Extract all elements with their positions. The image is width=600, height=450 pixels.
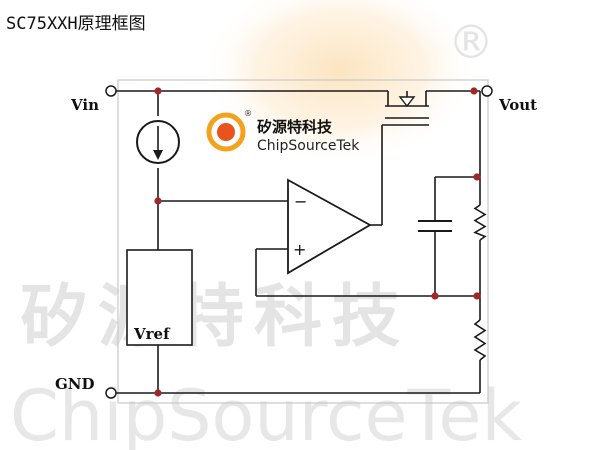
error-amplifier: − + [287,178,372,275]
watermark-glow [200,0,480,165]
junction-dot [473,173,481,181]
pin-gnd-label: GND [55,375,95,393]
chip-boundary [117,79,489,404]
junction-dot [470,87,478,95]
pin-gnd-terminal [105,387,117,399]
watermark-registered-mark: ® [448,15,494,69]
junction-dot [473,292,481,300]
junction-dot [154,197,162,205]
pin-vout-label: Vout [498,96,537,114]
upper-resistor [473,204,487,241]
current-arrow [153,150,163,160]
junction-dot [431,292,439,300]
opamp-noninverting-sign: + [293,240,306,259]
watermark: ® 矽源特科技 ChipSourceTek [10,0,522,450]
logo-registered-mark: ® [244,109,252,118]
logo-english-name: ChipSourceTek [257,138,360,154]
watermark-english-text: ChipSourceTek [10,375,522,450]
vref-block: Vref [126,249,193,346]
current-source [136,120,180,164]
pin-gnd: GND [55,375,117,399]
junction-dots [154,87,481,397]
pin-vout-terminal [481,85,493,97]
lower-resistor [473,319,487,361]
output-capacitor [418,220,452,232]
pass-transistor [382,91,429,126]
opamp-inverting-sign: − [294,192,307,211]
logo-chinese-name: 矽源特科技 [257,118,333,136]
pin-vout: Vout [481,85,537,114]
pin-vin-label: Vin [70,96,99,114]
vref-label: Vref [133,325,171,343]
junction-dot [154,87,162,95]
watermark-chinese-text: 矽源特科技 [20,277,410,357]
logo-inner-disc [217,123,235,141]
pin-vin-terminal [105,85,117,97]
company-logo: ® 矽源特科技 ChipSourceTek [206,109,360,154]
logo-outer-ring [206,112,246,152]
diagram-title: SC75XXH原理框图 [6,14,146,34]
junction-dot [154,389,162,397]
pin-vin: Vin [70,85,117,114]
